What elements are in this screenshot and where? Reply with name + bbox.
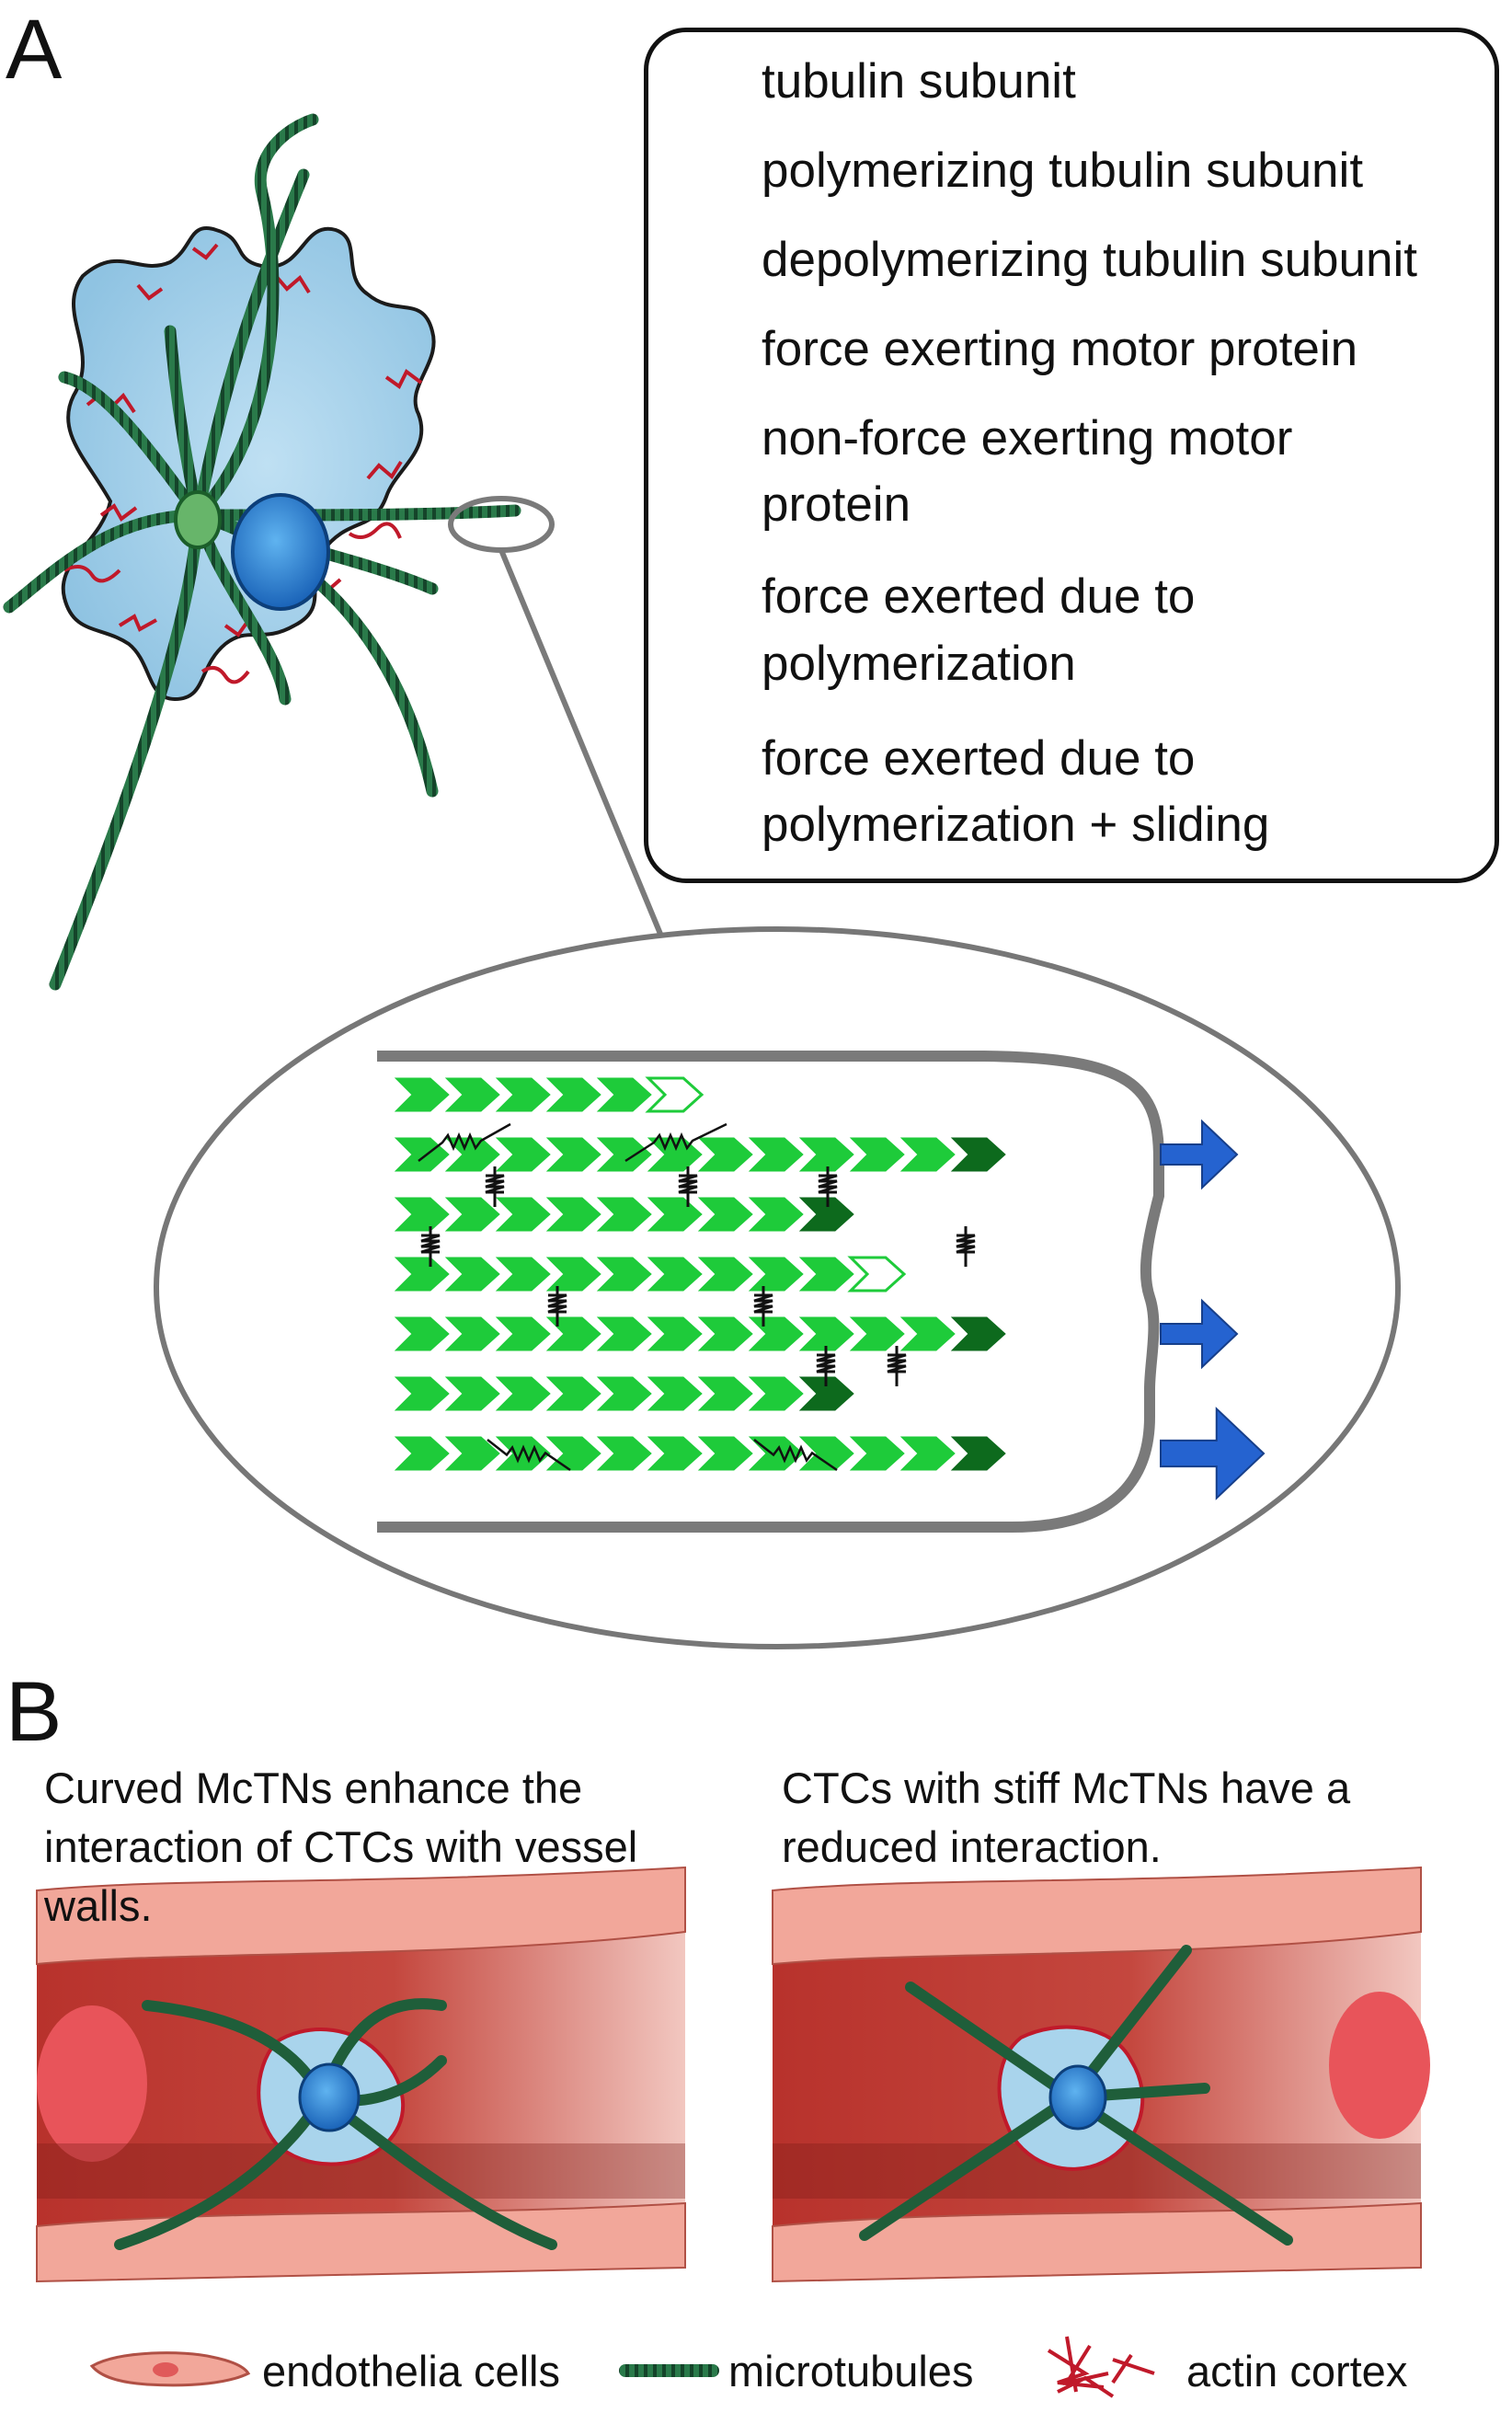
nucleus [231,493,330,611]
panel-a-label: A [6,3,63,97]
nonforce-motor-protein [818,1166,838,1207]
force-arrow [1160,1119,1239,1190]
force-motor-protein [753,1439,838,1472]
nonforce-motor-protein [887,1346,907,1386]
cell-body [61,226,436,702]
nonforce-motor-protein [678,1166,698,1207]
vessel-right [772,1866,1430,2283]
bottom-legend-endothelia: endothelia cells [262,2347,560,2395]
legend-box [644,28,1499,883]
force-motor-protein [624,1122,727,1163]
ctc-cell-drawing [3,113,665,991]
ctc-curved-mctns [114,1998,557,2250]
centrosome [174,490,222,549]
force-motor-protein [418,1122,511,1162]
ctc-stiff-mctns [859,1945,1293,2246]
microtubule-rows [395,1076,1266,1500]
legend-label-nonforce-motor-2: protein [762,477,911,532]
legend-label-tubulin: tubulin subunit [762,54,1076,109]
force-arrow [1160,1407,1266,1500]
nonforce-motor-protein [956,1226,976,1267]
legend-label-nonforce-motor-1: non-force exerting motor [762,411,1293,465]
bottom-legend-actin: actin cortex [1186,2347,1408,2395]
legend-label-small-arrow-1: force exerted due to [762,569,1196,624]
endothelia-nucleus [153,2362,178,2377]
zoom-membrane [377,1051,1164,1533]
caption-curved-mctns: Curved McTNs enhance the interaction of … [44,1763,638,1930]
nonforce-motor-protein [816,1346,836,1386]
nonforce-motor-protein [485,1166,505,1207]
legend-label-force-motor: force exerting motor protein [762,322,1358,376]
nonforce-motor-protein [547,1286,567,1327]
force-motor-protein [487,1439,571,1472]
nonforce-motor-protein [753,1286,773,1327]
panel-b-label: B [6,1665,63,1759]
legend-label-depolymerizing: depolymerizing tubulin subunit [762,233,1417,287]
legend-label-large-arrow-2: polymerization + sliding [762,798,1270,852]
zoom-connector [498,548,665,940]
legend-label-polymerizing: polymerizing tubulin subunit [762,144,1364,198]
force-arrow [1160,1298,1239,1370]
actin-cortex-icon [1047,2336,1155,2398]
nonforce-motor-protein [420,1226,441,1267]
legend-label-large-arrow-1: force exerted due to [762,731,1196,786]
legend-label-small-arrow-2: polymerization [762,637,1076,691]
caption-stiff-mctns: CTCs with stiff McTNs have a reduced int… [782,1763,1351,1871]
bottom-legend-microtubules: microtubules [728,2347,974,2395]
